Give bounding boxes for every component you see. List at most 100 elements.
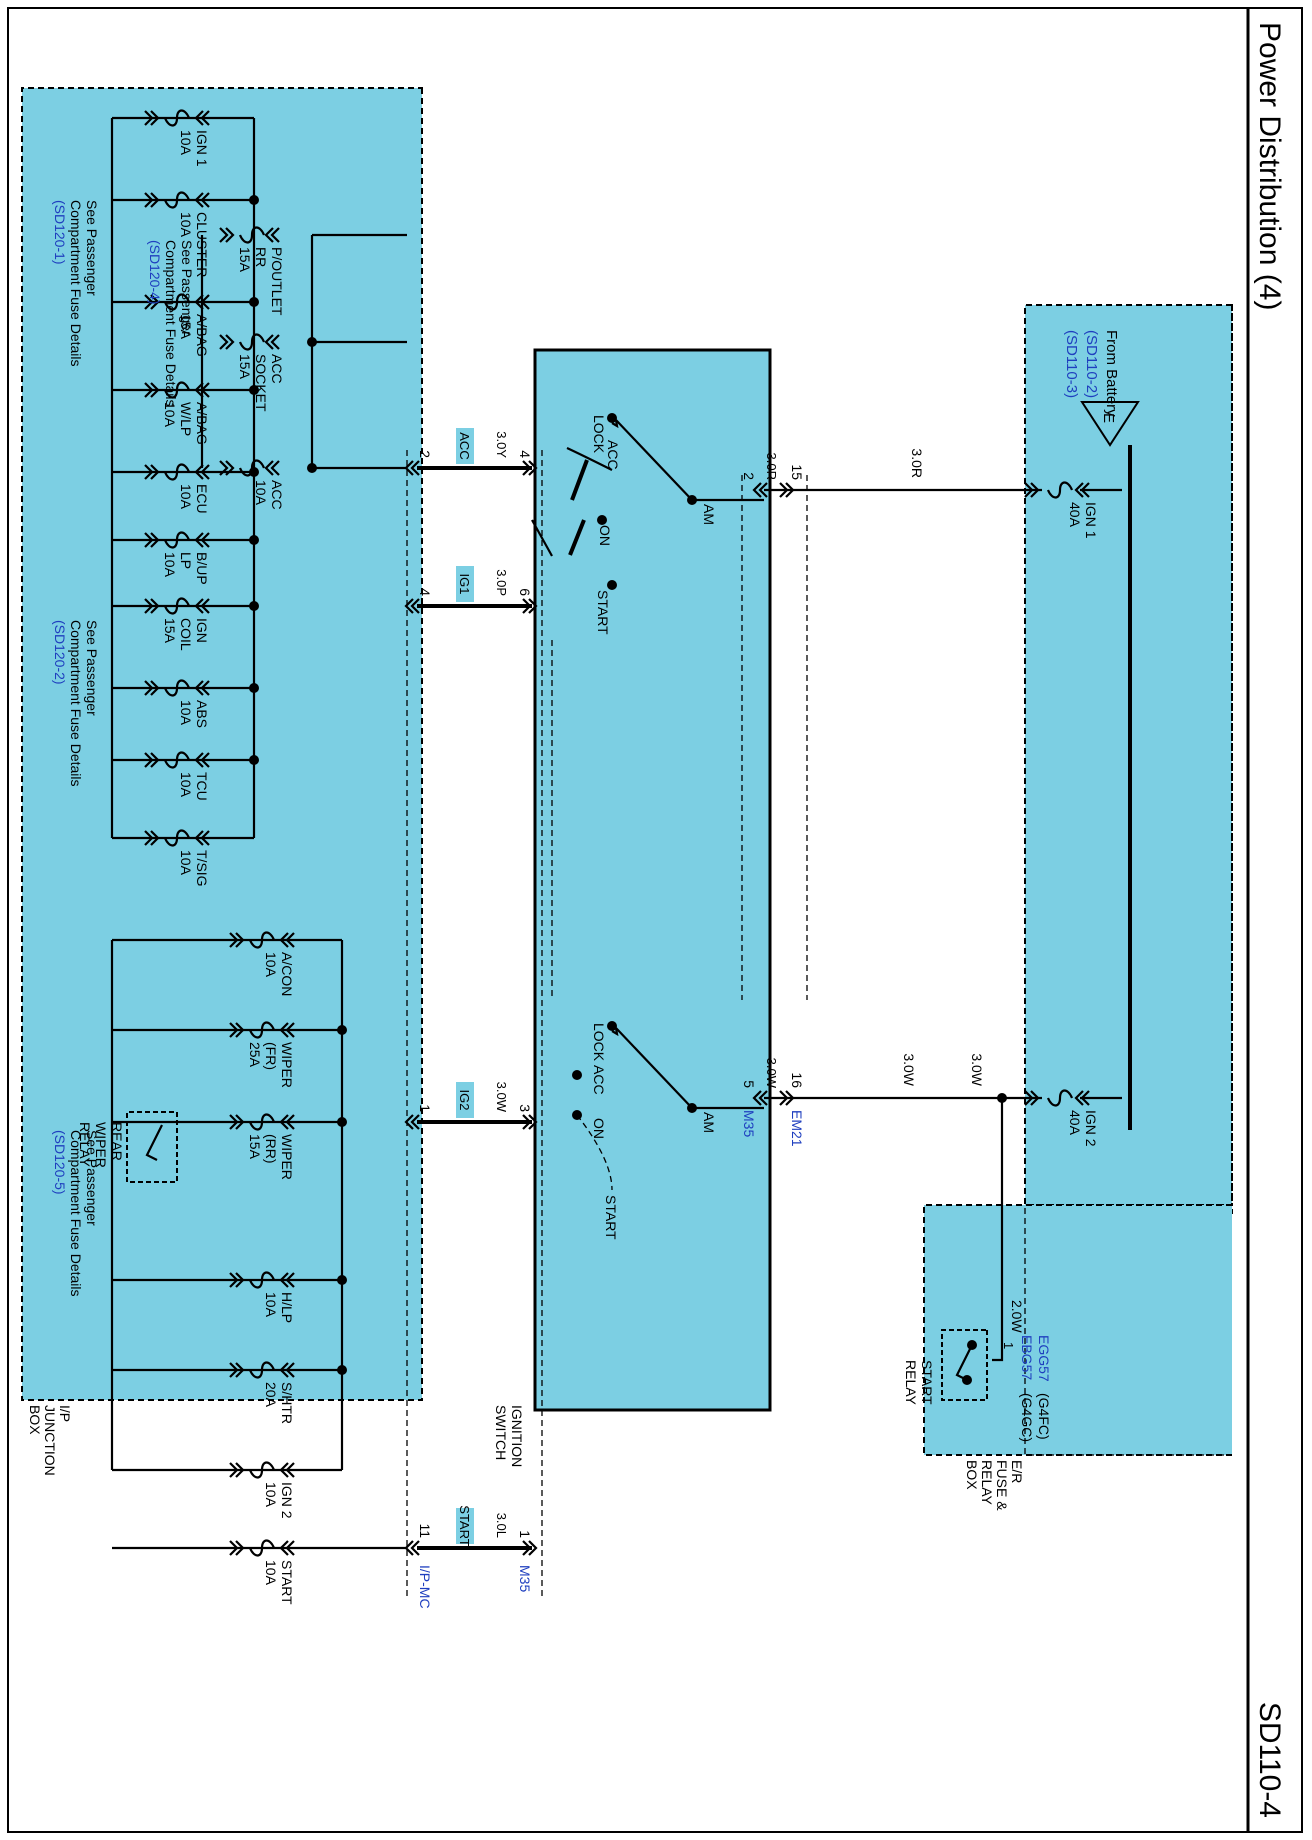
acc-bus-dot bbox=[307, 337, 317, 347]
connector-label: M35 bbox=[517, 1565, 533, 1592]
ig1-fuse-label: TCU bbox=[194, 772, 210, 801]
switch-contact bbox=[572, 1070, 582, 1080]
pin-number: 16 bbox=[789, 1072, 805, 1088]
rear-wiper-relay-label: REAR bbox=[109, 1122, 125, 1161]
ig2-fuse-label: A/CON bbox=[279, 952, 295, 996]
wire-color-label: 3.0Y bbox=[494, 431, 509, 458]
pin-number: 3 bbox=[517, 1104, 533, 1112]
connector-label: M35 bbox=[741, 1110, 757, 1137]
circuit-tag-bg bbox=[456, 1082, 474, 1118]
ig1-fuse-chevron bbox=[194, 294, 204, 310]
ig1-fuse-chevron bbox=[150, 598, 160, 614]
see-note-ref: (SD120-5) bbox=[52, 1130, 68, 1195]
connector-label: EM21 bbox=[789, 1110, 805, 1147]
ig1-fuse-label: ABS bbox=[194, 700, 210, 728]
ig2-fuse-label: 20A bbox=[263, 1382, 279, 1408]
ig1-bus-dot bbox=[249, 467, 259, 477]
ip-box-label: JUNCTION bbox=[42, 1405, 58, 1476]
acc-fuse-chevron bbox=[219, 334, 229, 350]
er-fuse-chevron bbox=[1074, 1090, 1084, 1106]
ig1-fuse-chevron bbox=[194, 192, 204, 208]
er-fuse-chevron bbox=[1080, 482, 1090, 498]
see-note: Compartment Fuse Details bbox=[68, 620, 84, 787]
ig1-fuse-label: 10A bbox=[178, 772, 194, 798]
ig1-fuse-chevron bbox=[144, 382, 154, 398]
acc-fuse-chevron bbox=[270, 460, 280, 476]
ig1-fuse-chevron bbox=[150, 192, 160, 208]
switch-label: IGNITION bbox=[509, 1405, 525, 1467]
m35-output-chevron bbox=[528, 460, 538, 476]
relay-label: RELAY bbox=[903, 1360, 919, 1406]
see-note-ref: (SD120-1) bbox=[52, 200, 68, 265]
m35-chevron bbox=[758, 482, 768, 498]
m35-chevron bbox=[752, 482, 762, 498]
ig2-fuse-chevron bbox=[229, 1022, 239, 1038]
ipmc-chevron bbox=[410, 460, 420, 476]
battery-ref-link: (SD110-3) bbox=[1063, 330, 1080, 398]
acc-bus-dot bbox=[307, 463, 317, 473]
ig2-fuse-chevron bbox=[285, 932, 295, 948]
ig2-fuse-chevron bbox=[235, 1272, 245, 1288]
ig1-fuse bbox=[163, 751, 191, 769]
start-fuse bbox=[248, 1539, 276, 1557]
pin-number: 4 bbox=[517, 450, 533, 458]
ig1-fuse-chevron bbox=[194, 532, 204, 548]
ig1-fuse-chevron bbox=[150, 752, 160, 768]
ig1-fuse-chevron bbox=[150, 680, 160, 696]
connector-label: EGG57 bbox=[1036, 1335, 1052, 1382]
er-box-label: E/R bbox=[1009, 1460, 1025, 1483]
switch-position-label: ACC bbox=[605, 440, 621, 470]
start-fuse-chevron bbox=[285, 1540, 295, 1556]
m35-output-chevron bbox=[528, 1114, 538, 1130]
ig1-fuse-label: W/LP bbox=[178, 402, 194, 436]
ig1-fuse bbox=[163, 109, 191, 127]
ig2-bus-dot bbox=[337, 1275, 347, 1285]
ipmc-chevron bbox=[404, 598, 414, 614]
ig1-fuse-label: 10A bbox=[178, 484, 194, 510]
m35-chevron bbox=[752, 1090, 762, 1106]
relay-label: START bbox=[919, 1360, 935, 1405]
acc-fuse-chevron bbox=[219, 227, 229, 243]
ig1-fuse bbox=[163, 597, 191, 615]
battery-connector-triangle bbox=[1080, 401, 1140, 447]
ig1-fuse-chevron bbox=[144, 294, 154, 310]
ig1-bus-dot bbox=[249, 683, 259, 693]
ig1-fuse bbox=[163, 191, 191, 209]
see-note-ref: (SD120-4) bbox=[147, 240, 163, 305]
ig1-fuse-label: CLUSTER bbox=[194, 212, 210, 277]
ig1-fuse-chevron bbox=[200, 680, 210, 696]
acc-fuse-chevron bbox=[264, 334, 274, 350]
acc-fuse-chevron bbox=[264, 227, 274, 243]
switch-dashed-path bbox=[566, 447, 613, 471]
relay-contact-dot bbox=[967, 1340, 977, 1350]
ig2-fuse-chevron bbox=[285, 1114, 295, 1130]
ig2-fuse-label: IGN 2 bbox=[279, 1482, 295, 1519]
acc-fuse-label: RR bbox=[253, 247, 269, 267]
see-note-ref: (SD120-2) bbox=[52, 620, 68, 685]
ig1-fuse-chevron bbox=[144, 110, 154, 126]
ig1-fuse-chevron bbox=[200, 110, 210, 126]
see-note: See Passenger bbox=[84, 1130, 100, 1226]
ig1-bus-dot bbox=[249, 195, 259, 205]
connector-label: EBG57 bbox=[1019, 1335, 1035, 1380]
ig1-fuse-chevron bbox=[144, 752, 154, 768]
switch-contact bbox=[607, 1021, 617, 1031]
static-wiring-layer bbox=[110, 109, 1233, 1600]
ig1-fuse bbox=[163, 829, 191, 847]
battery-ref-link: (SD110-2) bbox=[1083, 330, 1100, 398]
rear-wiper-relay-box bbox=[126, 1111, 178, 1183]
ip-box-label: BOX bbox=[27, 1405, 43, 1435]
rear-wiper-relay-contact bbox=[145, 1124, 163, 1161]
er-fuse-label: IGN 2 bbox=[1083, 1110, 1099, 1147]
ignition-switch-body bbox=[533, 348, 772, 1412]
connector-label: I/P-MC bbox=[417, 1565, 433, 1609]
acc-fuse-chevron bbox=[225, 227, 235, 243]
ig1-fuse-chevron bbox=[200, 464, 210, 480]
battery-marker: E bbox=[1100, 413, 1117, 423]
ig1-fuse-chevron bbox=[144, 464, 154, 480]
switch-position-label: LOCK bbox=[591, 415, 607, 454]
page-code: SD110-4 bbox=[1253, 1702, 1286, 1818]
wire-color-label: 3.0P bbox=[494, 569, 509, 596]
